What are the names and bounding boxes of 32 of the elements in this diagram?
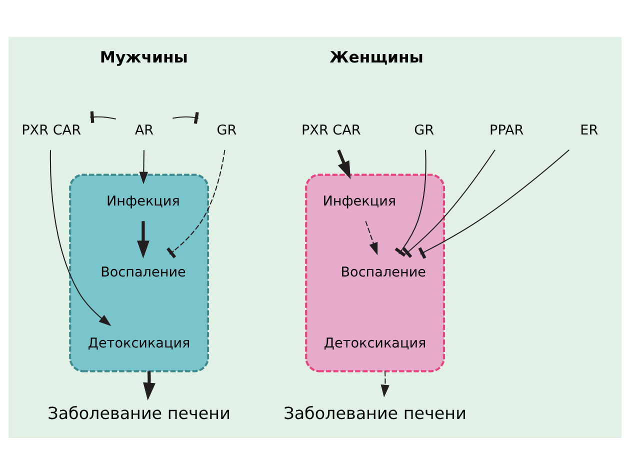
node-text: AR (134, 122, 154, 139)
arrow (380, 371, 390, 398)
node-text: GR (414, 122, 434, 139)
connector (394, 150, 426, 257)
node-text: ER (580, 122, 598, 139)
label: Мужчины (100, 48, 188, 67)
node-text: Воспаление (340, 264, 426, 281)
node-text: Инфекция (322, 194, 396, 210)
connector (418, 150, 570, 259)
node-text: Заболевание печени (48, 402, 230, 423)
node-text: Воспаление (100, 264, 186, 281)
arrow (50, 150, 112, 326)
node-text: Детоксикация (324, 336, 426, 352)
arrow (136, 221, 150, 258)
arrow (337, 150, 351, 180)
connector (166, 150, 226, 258)
node-text: Инфекция (106, 194, 180, 210)
node-text: PPAR (490, 122, 524, 139)
arrow (365, 220, 378, 256)
connector (90, 111, 116, 123)
node-text: GR (216, 122, 237, 139)
connector (402, 150, 496, 258)
cluster (69, 174, 209, 372)
label: Женщины (330, 48, 424, 67)
cluster (305, 174, 445, 372)
node-text: PXR CAR (301, 122, 361, 139)
node-text: Детоксикация (88, 336, 190, 352)
arrow (139, 150, 148, 184)
arrow (143, 371, 156, 400)
node-text: Заболевание печени (284, 402, 466, 423)
node-text: PXR CAR (22, 122, 82, 139)
connector (172, 112, 199, 124)
